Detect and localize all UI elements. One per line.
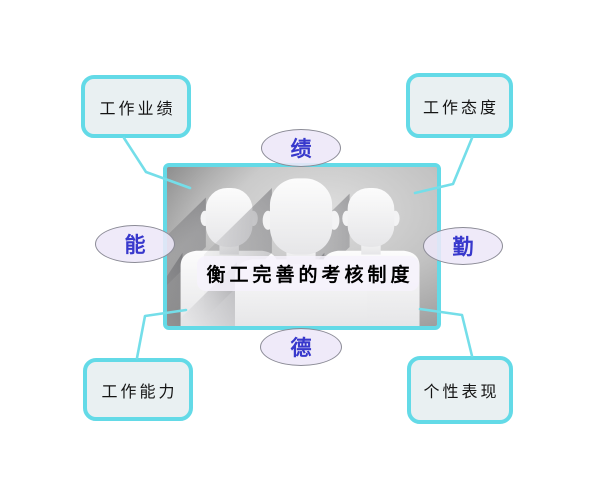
ellipse-label: 德: [290, 336, 312, 360]
box-label: 个性表现: [423, 384, 500, 401]
box-label: 工作态度: [422, 99, 499, 117]
box-work-performance: 工作业绩: [81, 75, 191, 138]
ellipse-performance: 绩: [261, 129, 341, 167]
box-personality: 个性表现: [407, 356, 513, 424]
center-title-band: 衡工完善的考核制度: [197, 256, 419, 291]
ellipse-virtue: 德: [260, 328, 342, 366]
ellipse-label: 能: [124, 233, 146, 257]
ellipse-label: 勤: [452, 235, 474, 259]
ellipse-label: 绩: [290, 137, 312, 161]
box-work-attitude: 工作态度: [406, 73, 513, 138]
box-work-ability: 工作能力: [83, 358, 193, 421]
ellipse-diligence: 勤: [423, 227, 503, 265]
box-label: 工作业绩: [99, 100, 176, 118]
center-image: [163, 163, 441, 330]
ellipse-ability: 能: [95, 225, 175, 263]
people-illustration: [167, 167, 437, 326]
box-label: 工作能力: [101, 383, 178, 401]
center-title: 衡工完善的考核制度: [206, 265, 414, 286]
